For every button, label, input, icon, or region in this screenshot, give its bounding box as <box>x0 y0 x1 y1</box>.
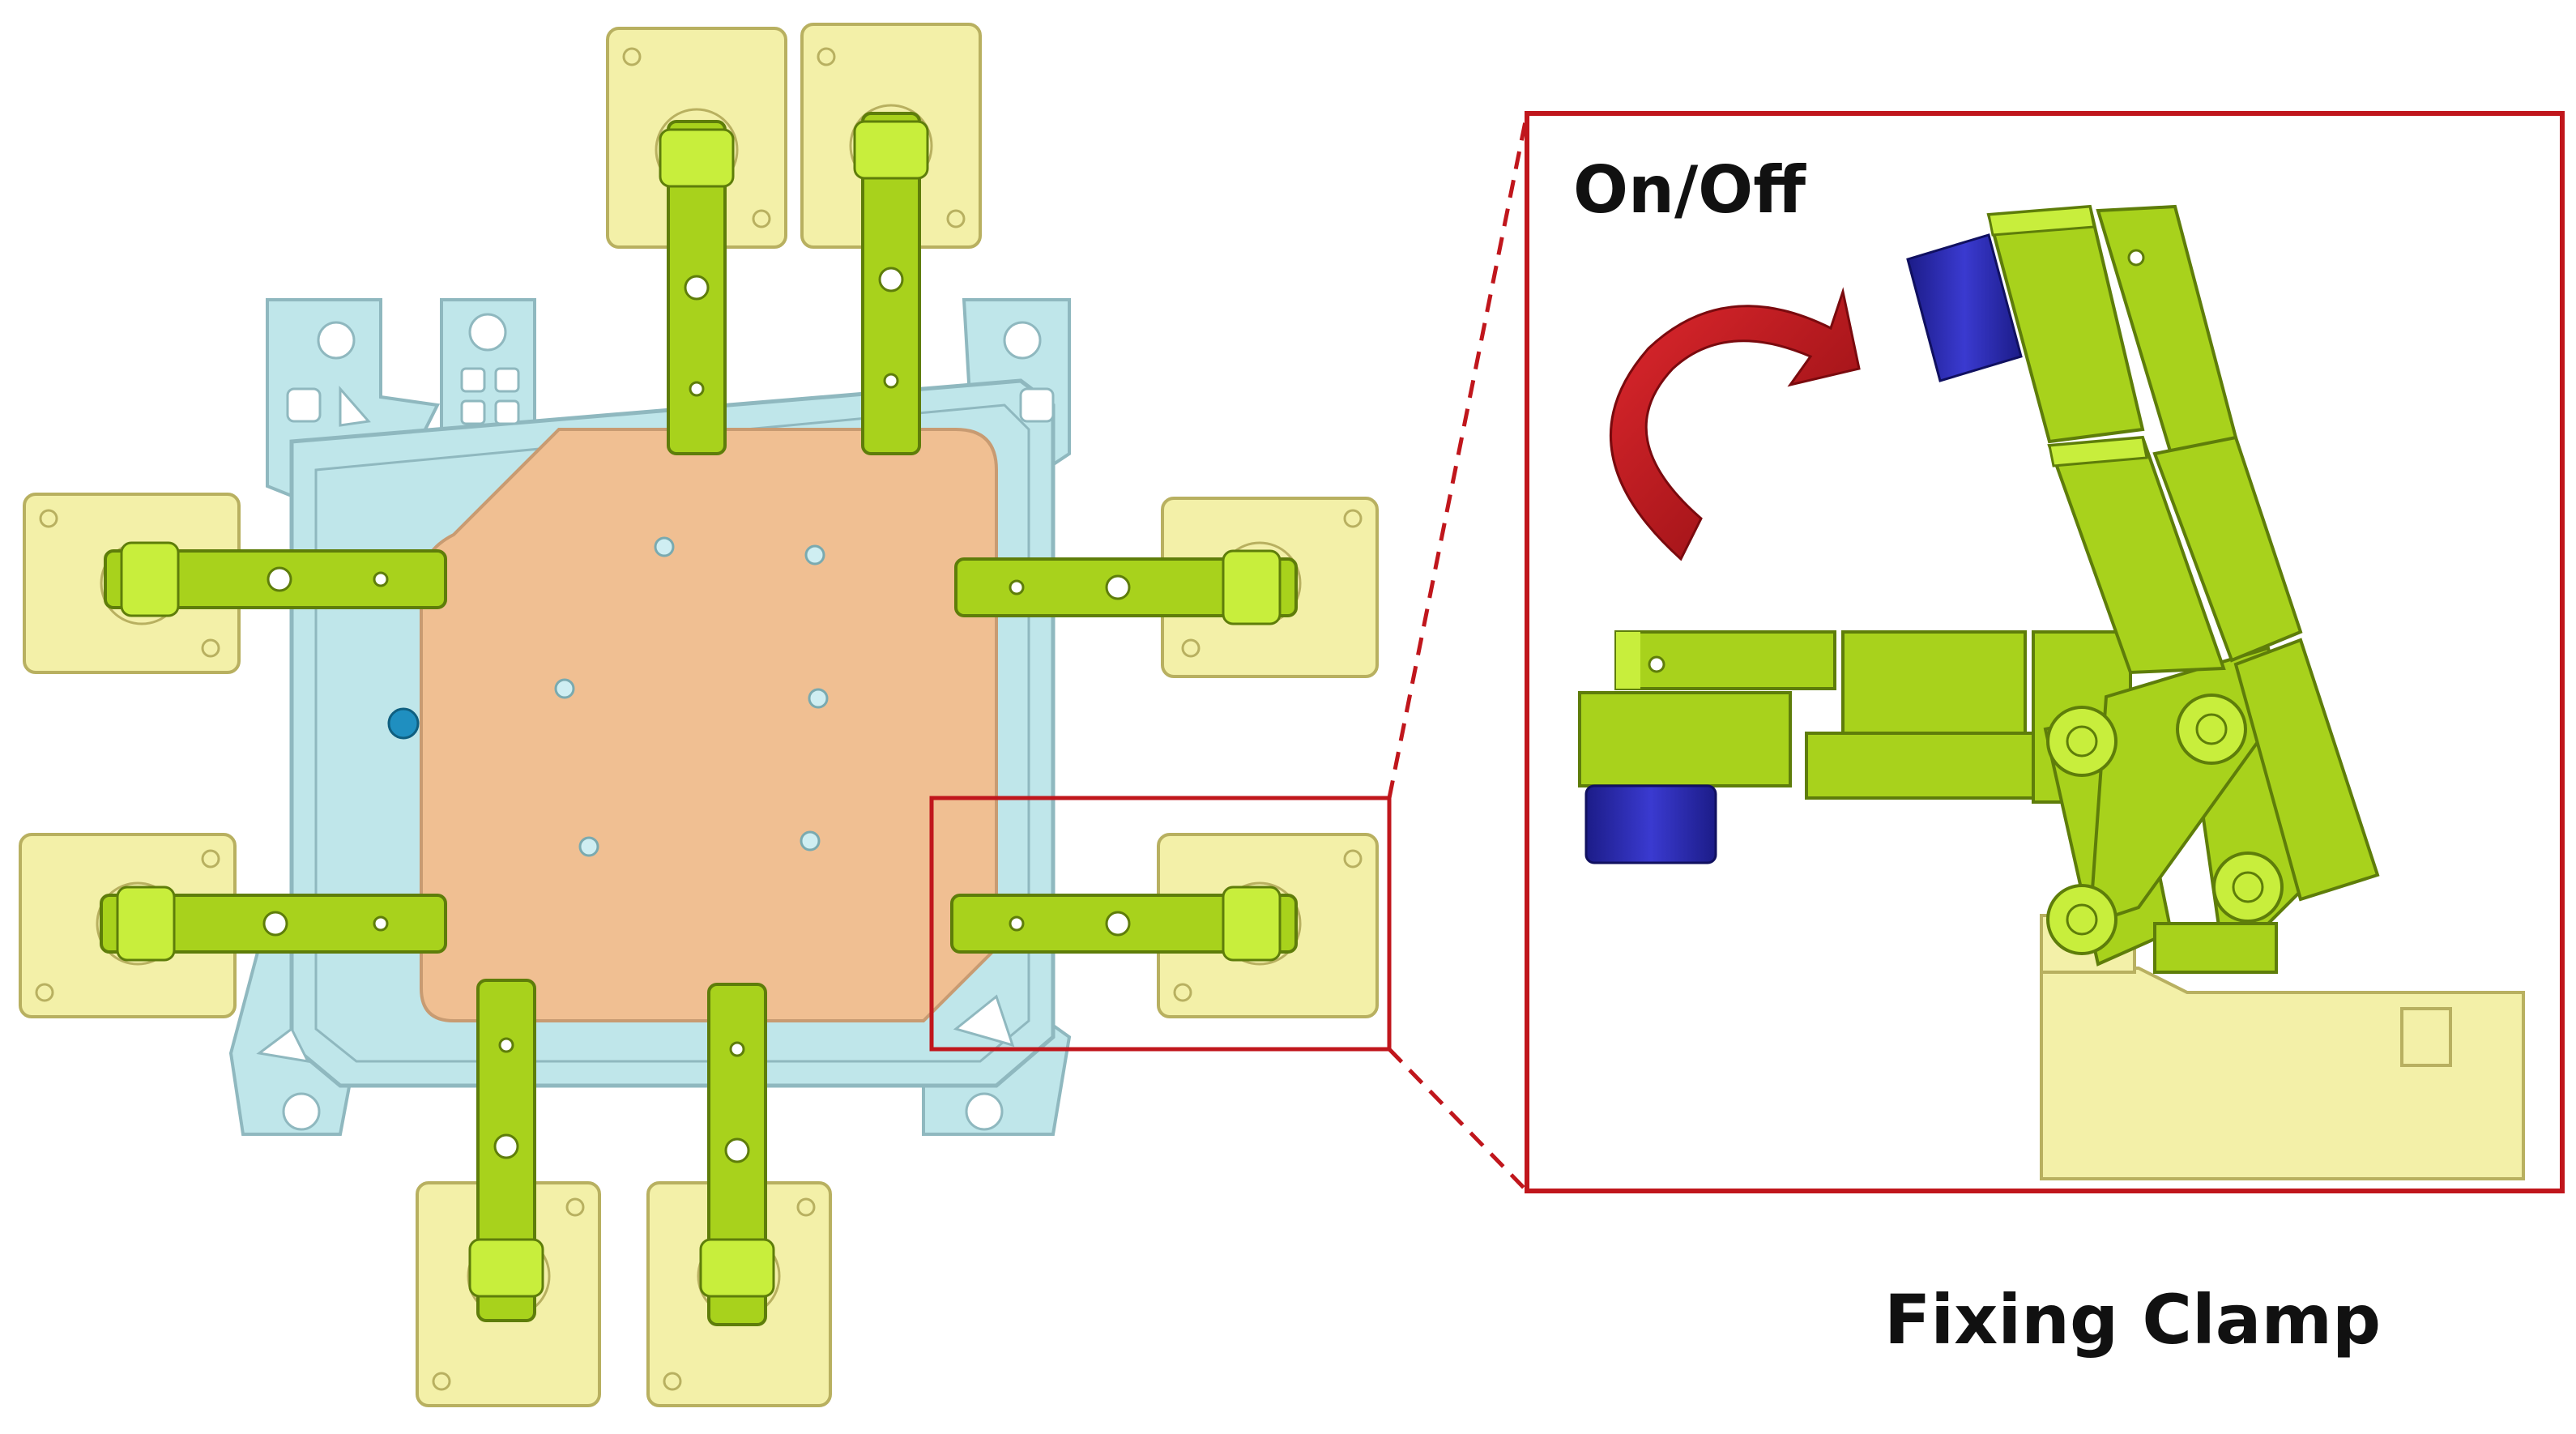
bracket-holes <box>256 313 1055 1131</box>
clamp-lower-arm <box>1578 630 2132 804</box>
fixture-top-view <box>19 23 1392 1407</box>
datum-pin <box>387 707 420 740</box>
upper-clamp-pad <box>1906 233 2023 382</box>
plate-holes <box>554 536 829 857</box>
lower-arm-hole <box>1648 655 1665 673</box>
fixing-clamp-caption: Fixing Clamp <box>1884 1280 2382 1359</box>
linkage-pivots <box>2046 694 2284 955</box>
clamp-lower-arm-highlight <box>1616 632 1640 689</box>
linkage-pivot-centers <box>2066 713 2264 936</box>
clamp-detail-view <box>1525 111 2565 1193</box>
clamp-arm-hinges <box>116 120 1282 1298</box>
upper-arm-hole <box>2127 249 2145 267</box>
workpiece-plate <box>420 428 998 1022</box>
curved-arrow-icon <box>1609 287 1861 561</box>
upper-arm-highlights <box>1987 205 2148 467</box>
detail-callout-source <box>929 796 1392 1052</box>
clamp-arm-holes <box>262 267 1131 1163</box>
callout-leader-lines <box>1387 113 1529 1193</box>
lower-clamp-pad <box>1584 784 1717 864</box>
on-off-label: On/Off <box>1573 152 1806 228</box>
